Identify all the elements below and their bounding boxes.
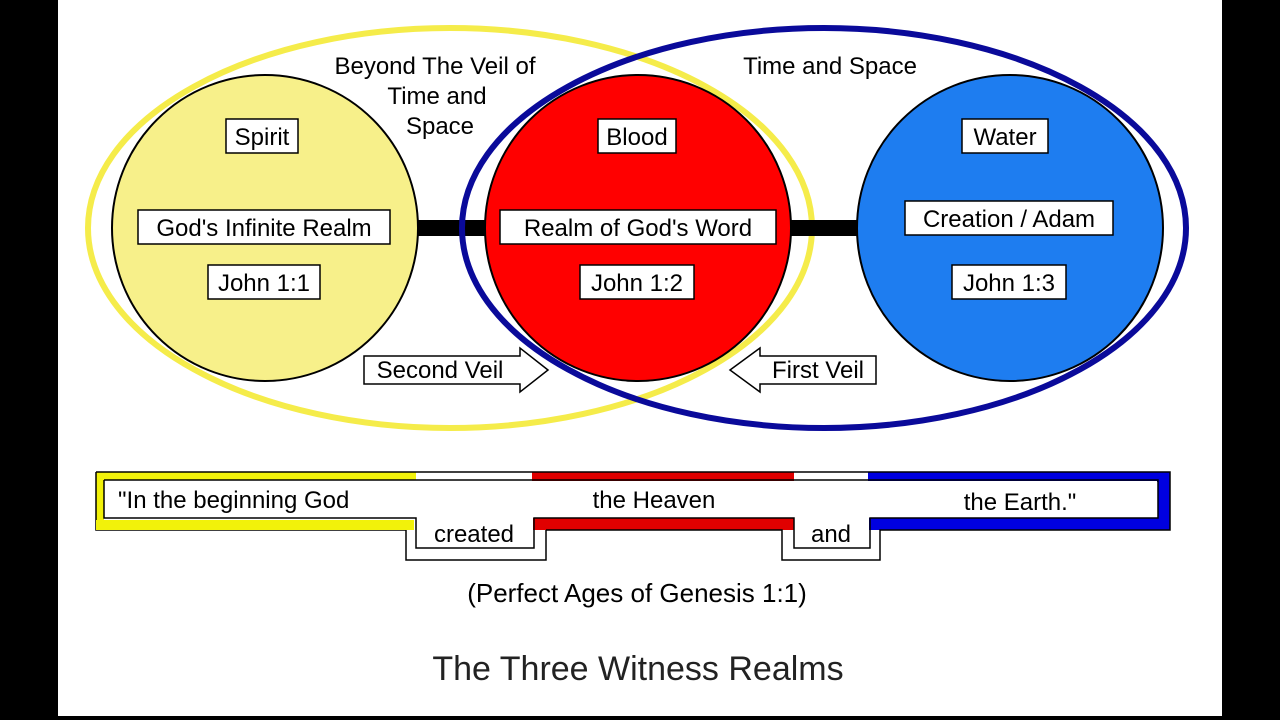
blood-name: Blood xyxy=(606,124,667,151)
water-name-box xyxy=(961,118,1049,154)
verse-part3: the Heaven xyxy=(593,487,716,514)
spirit-name-box xyxy=(225,118,299,154)
band-yellow-bottom xyxy=(96,520,414,530)
second-veil-arrow-icon xyxy=(363,346,550,394)
diagram-title: The Three Witness Realms xyxy=(432,650,843,688)
band-inner-outline xyxy=(103,479,1159,549)
beyond-label-line1: Beyond The Veil of xyxy=(334,53,535,80)
band-blue-bottom xyxy=(868,518,1170,530)
water-realm-box xyxy=(904,200,1114,236)
beyond-label-line2: Time and xyxy=(387,83,486,110)
caption: (Perfect Ages of Genesis 1:1) xyxy=(467,578,807,608)
verse-part5: the Earth." xyxy=(964,489,1077,516)
band-created-white xyxy=(417,517,533,547)
water-name: Water xyxy=(973,124,1036,151)
connector-bar-left xyxy=(410,220,500,236)
spirit-verse-box xyxy=(207,264,321,300)
blood-realm: Realm of God's Word xyxy=(524,215,752,242)
verse-part4: and xyxy=(811,521,851,548)
band-red-top xyxy=(532,472,794,482)
first-veil-arrow-icon xyxy=(728,346,877,394)
blood-verse: John 1:2 xyxy=(591,270,683,297)
time-space-ellipse xyxy=(459,25,1189,431)
blood-realm-box xyxy=(499,209,777,245)
band-blue-right xyxy=(1158,472,1170,530)
band-yellow-segment xyxy=(96,472,416,520)
band-blue-top xyxy=(868,472,1170,482)
spirit-realm: God's Infinite Realm xyxy=(156,215,371,242)
blood-verse-box xyxy=(579,264,695,300)
band-red-bottom xyxy=(532,518,794,530)
water-verse-box xyxy=(951,264,1067,300)
water-verse: John 1:3 xyxy=(963,270,1055,297)
time-space-label: Time and Space xyxy=(743,53,917,80)
second-veil-label: Second Veil xyxy=(377,357,504,384)
water-realm: Creation / Adam xyxy=(923,206,1095,233)
blood-name-box xyxy=(597,118,677,154)
verse-part1: "In the beginning God xyxy=(118,487,349,514)
spirit-verse: John 1:1 xyxy=(218,270,310,297)
verse-part2: created xyxy=(434,521,514,548)
verse-band: "In the beginning God created the Heaven… xyxy=(95,471,1171,561)
beyond-label-line3: Space xyxy=(406,113,474,140)
spirit-name: Spirit xyxy=(235,124,290,151)
connector-bar-right xyxy=(785,220,865,236)
band-top-outline xyxy=(96,471,1171,561)
band-inner-white xyxy=(105,481,1157,517)
spirit-realm-box xyxy=(137,209,391,245)
first-veil-label: First Veil xyxy=(772,357,864,384)
band-and-white xyxy=(795,517,869,547)
